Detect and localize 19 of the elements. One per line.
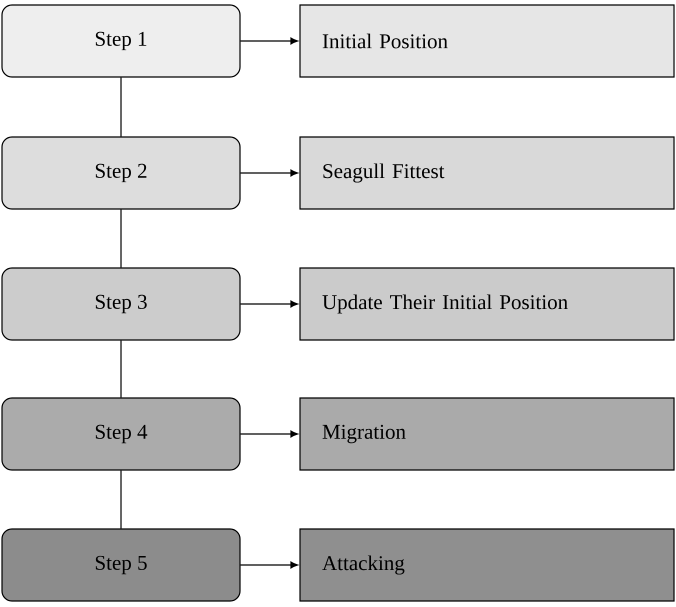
step-box: Step 3: [1, 267, 241, 341]
arrow: [240, 38, 298, 44]
connector-line: [120, 210, 122, 268]
arrow: [240, 430, 298, 438]
description-box: Attacking: [299, 528, 675, 602]
connector-line: [120, 78, 122, 136]
description-box: Migration: [299, 397, 675, 471]
connector-line: [120, 340, 122, 398]
connector-line: [120, 470, 122, 528]
description-box: Update Their Initial Position: [299, 267, 675, 341]
step-box: Step 5: [1, 528, 241, 602]
description-box: Initial Position: [299, 4, 675, 78]
step-box: Step 4: [1, 397, 241, 471]
arrow: [240, 300, 298, 308]
description-box: Seagull Fittest: [299, 136, 675, 210]
step-box: Step 1: [1, 4, 241, 78]
arrow: [240, 170, 298, 176]
step-box: Step 2: [1, 136, 241, 210]
arrow: [240, 562, 298, 568]
